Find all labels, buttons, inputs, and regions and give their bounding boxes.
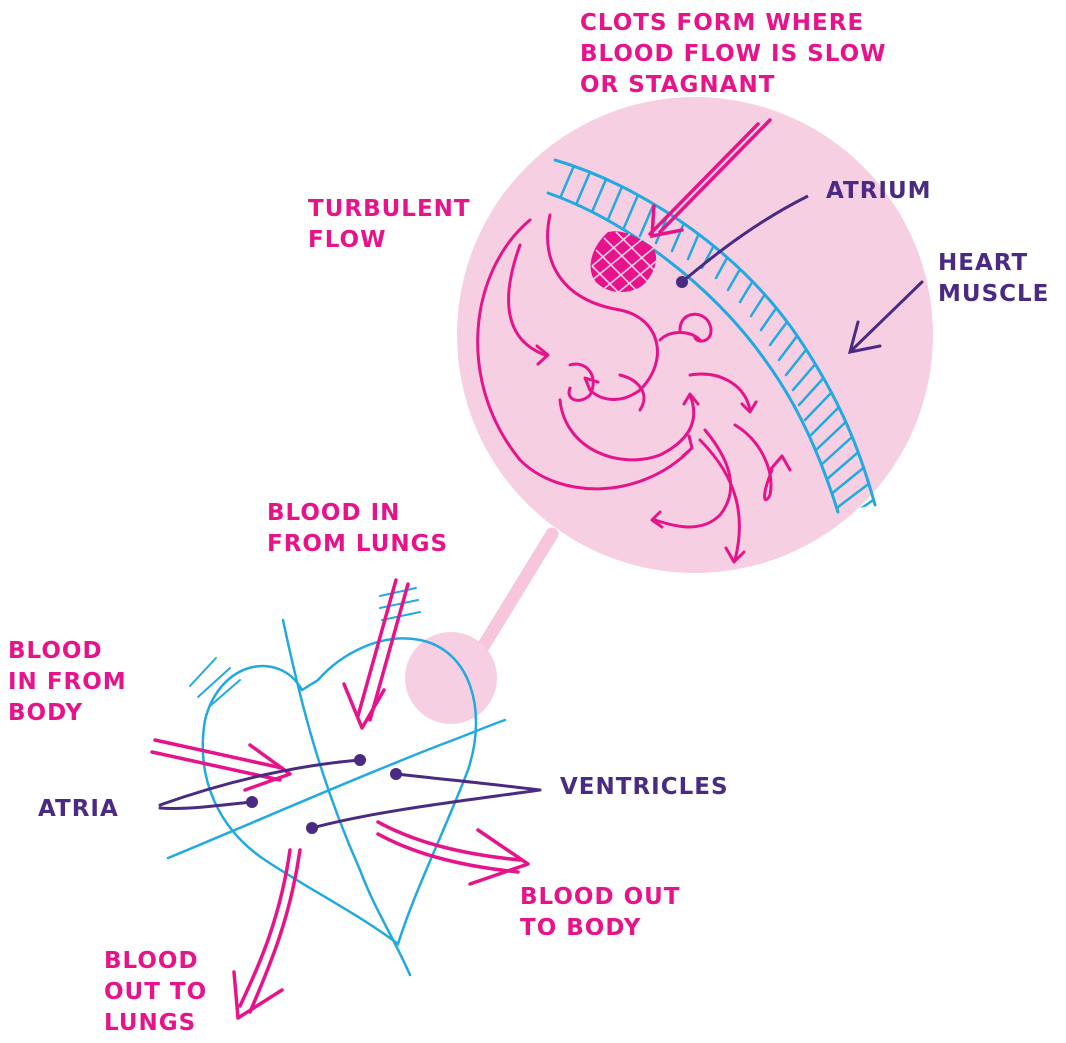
blood-out-to-body-label: BLOOD OUT TO BODY — [520, 882, 681, 944]
turbulent-flow-label: TURBULENT FLOW — [308, 194, 471, 256]
ventricles-label: VENTRICLES — [560, 772, 729, 803]
atrium-label: ATRIUM — [826, 176, 932, 207]
blood-in-from-body-label: BLOOD IN FROM BODY — [8, 636, 127, 729]
atria-label: ATRIA — [38, 794, 119, 825]
blood-out-to-lungs-label: BLOOD OUT TO LUNGS — [104, 946, 207, 1039]
clots-label: CLOTS FORM WHERE BLOOD FLOW IS SLOW OR S… — [580, 8, 887, 101]
chamber-pointers — [160, 760, 540, 828]
heart-muscle-label: HEART MUSCLE — [938, 248, 1049, 310]
blood-in-from-lungs-label: BLOOD IN FROM LUNGS — [267, 498, 448, 560]
magnifier-focus-circle — [405, 632, 497, 724]
